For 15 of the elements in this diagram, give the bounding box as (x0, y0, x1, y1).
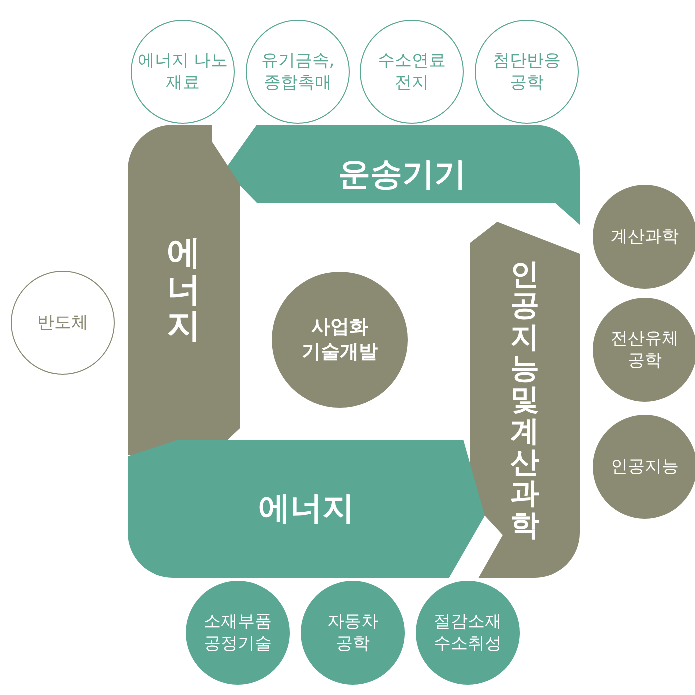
topic-circle: 첨단반응 공학 (475, 20, 579, 124)
topic-circle: 수소연료 전지 (360, 20, 464, 124)
topic-circle: 계산과학 (593, 185, 695, 289)
category-band: 에너지 (128, 440, 485, 578)
center-circle: 사업화 기술개발 (272, 272, 408, 408)
topic-circle: 전산유체 공학 (593, 298, 695, 402)
topic-circle: 반도체 (11, 271, 115, 375)
topic-circle: 인공지능 (593, 415, 695, 519)
topic-circle: 절감소재 수소취성 (416, 581, 520, 685)
category-band: 인공지능 및 계산과학 (470, 222, 580, 578)
topic-circle: 에너지 나노 재료 (131, 20, 235, 124)
topic-circle: 자동차 공학 (301, 581, 405, 685)
category-band: 에너지 (128, 125, 240, 455)
topic-circle: 유기금속, 종합촉매 (246, 20, 350, 124)
topic-circle: 소재부품 공정기술 (186, 581, 290, 685)
